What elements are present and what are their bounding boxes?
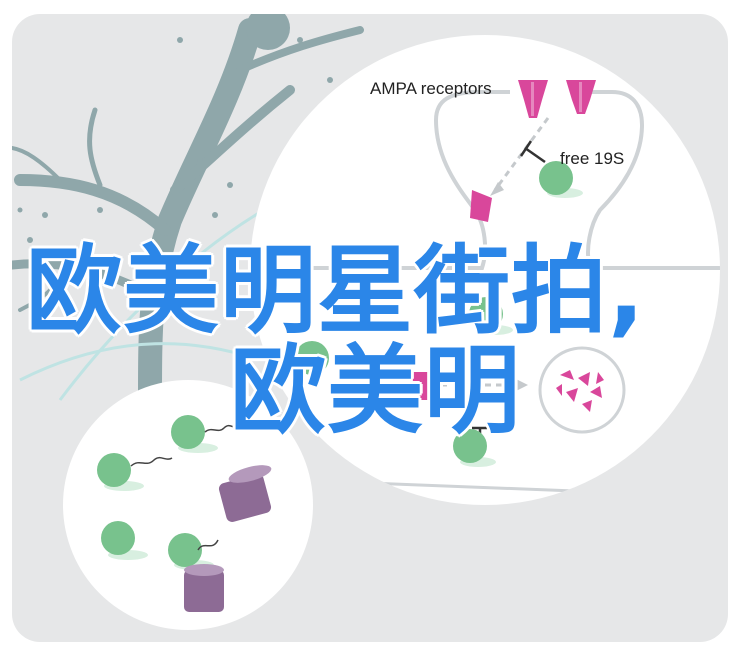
ampa-receptor-icon [518, 80, 596, 118]
degradation-fragments-icon [556, 370, 604, 412]
proteasome-icon [97, 415, 218, 570]
dendritic-spine-outline [434, 90, 720, 270]
zoom-circle-small [63, 380, 313, 630]
proteasome-icon [295, 161, 583, 467]
proteasome-icon [184, 465, 272, 612]
ampa-receptor-icon [412, 190, 492, 400]
overlay-text-line-1: 欧美明星街拍, [26, 235, 646, 347]
free-19s-label: free 19S [560, 149, 625, 168]
ampa-receptors-label: AMPA receptors [370, 79, 492, 98]
degradation-circle [538, 346, 626, 434]
overlay-text-line-2: 欧美明 [230, 335, 521, 447]
